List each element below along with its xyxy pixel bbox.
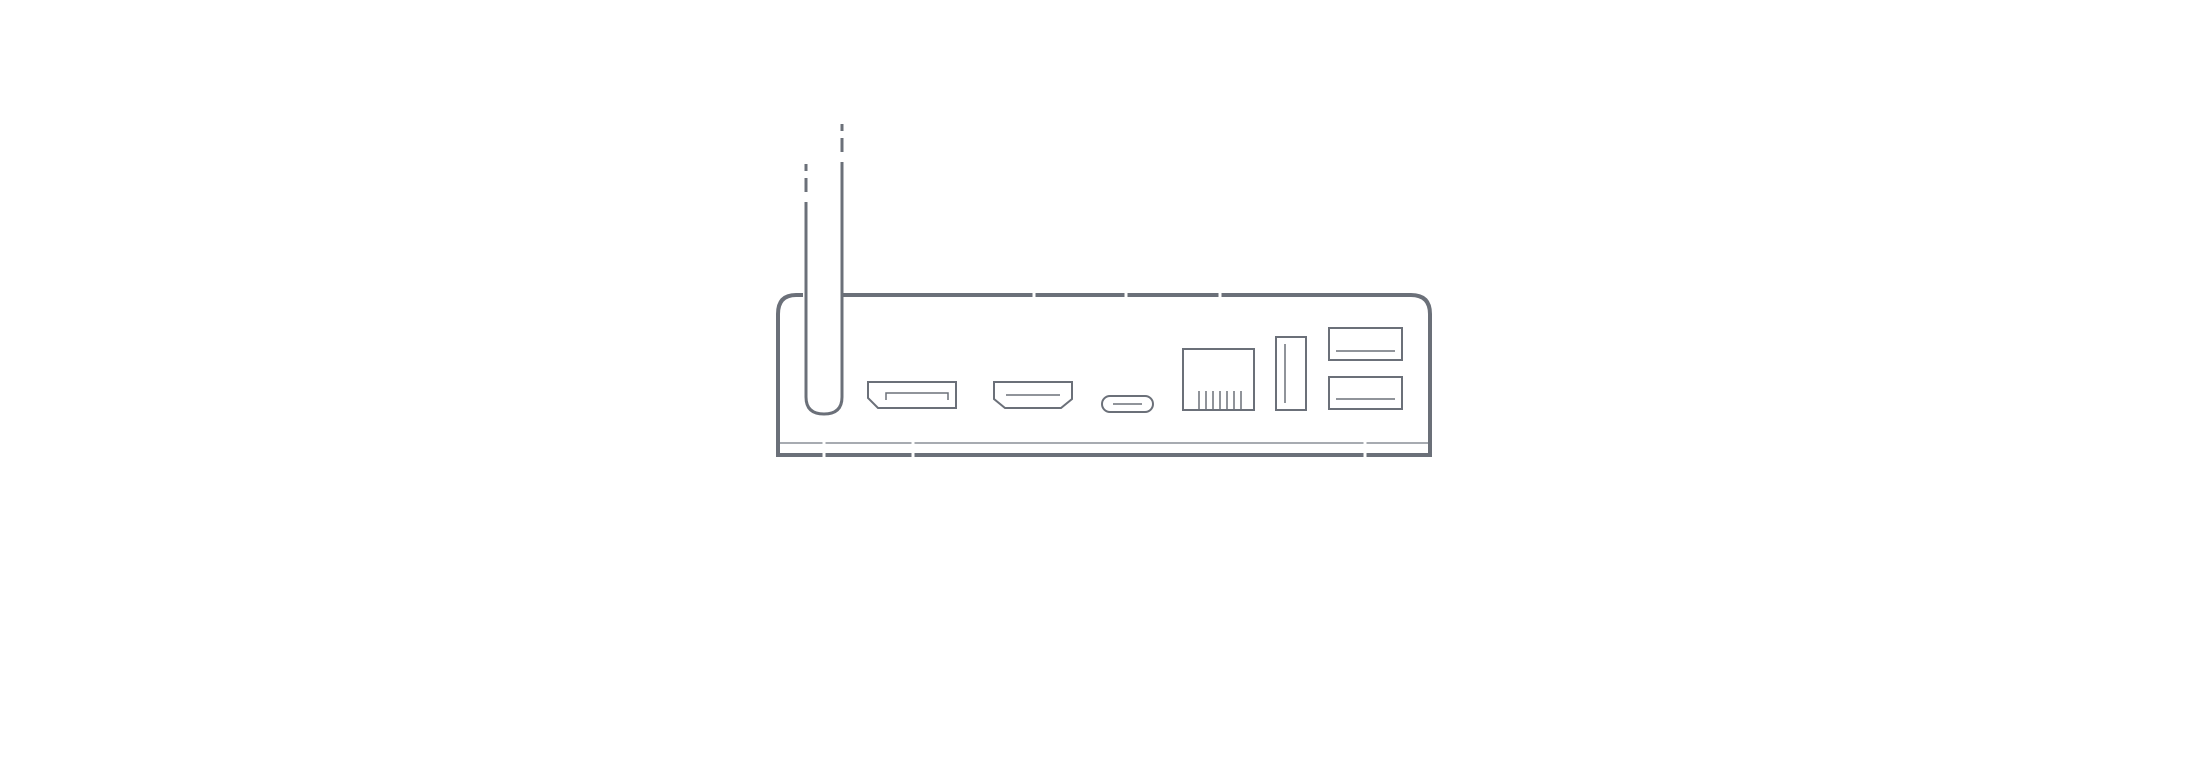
hdmi-icon [993, 381, 1073, 409]
usb-c-icon [1101, 395, 1154, 413]
usb-a-vertical-icon [1275, 336, 1307, 411]
antenna-gap [803, 290, 843, 302]
displayport-icon [867, 381, 957, 409]
chassis [776, 292, 1432, 458]
antenna-body [804, 162, 844, 416]
chassis-outline [776, 293, 1432, 457]
ethernet-icon [1182, 348, 1255, 411]
usb-a-lower-icon [1328, 376, 1403, 410]
antenna [803, 124, 844, 416]
usb-a-upper-icon [1328, 327, 1403, 361]
